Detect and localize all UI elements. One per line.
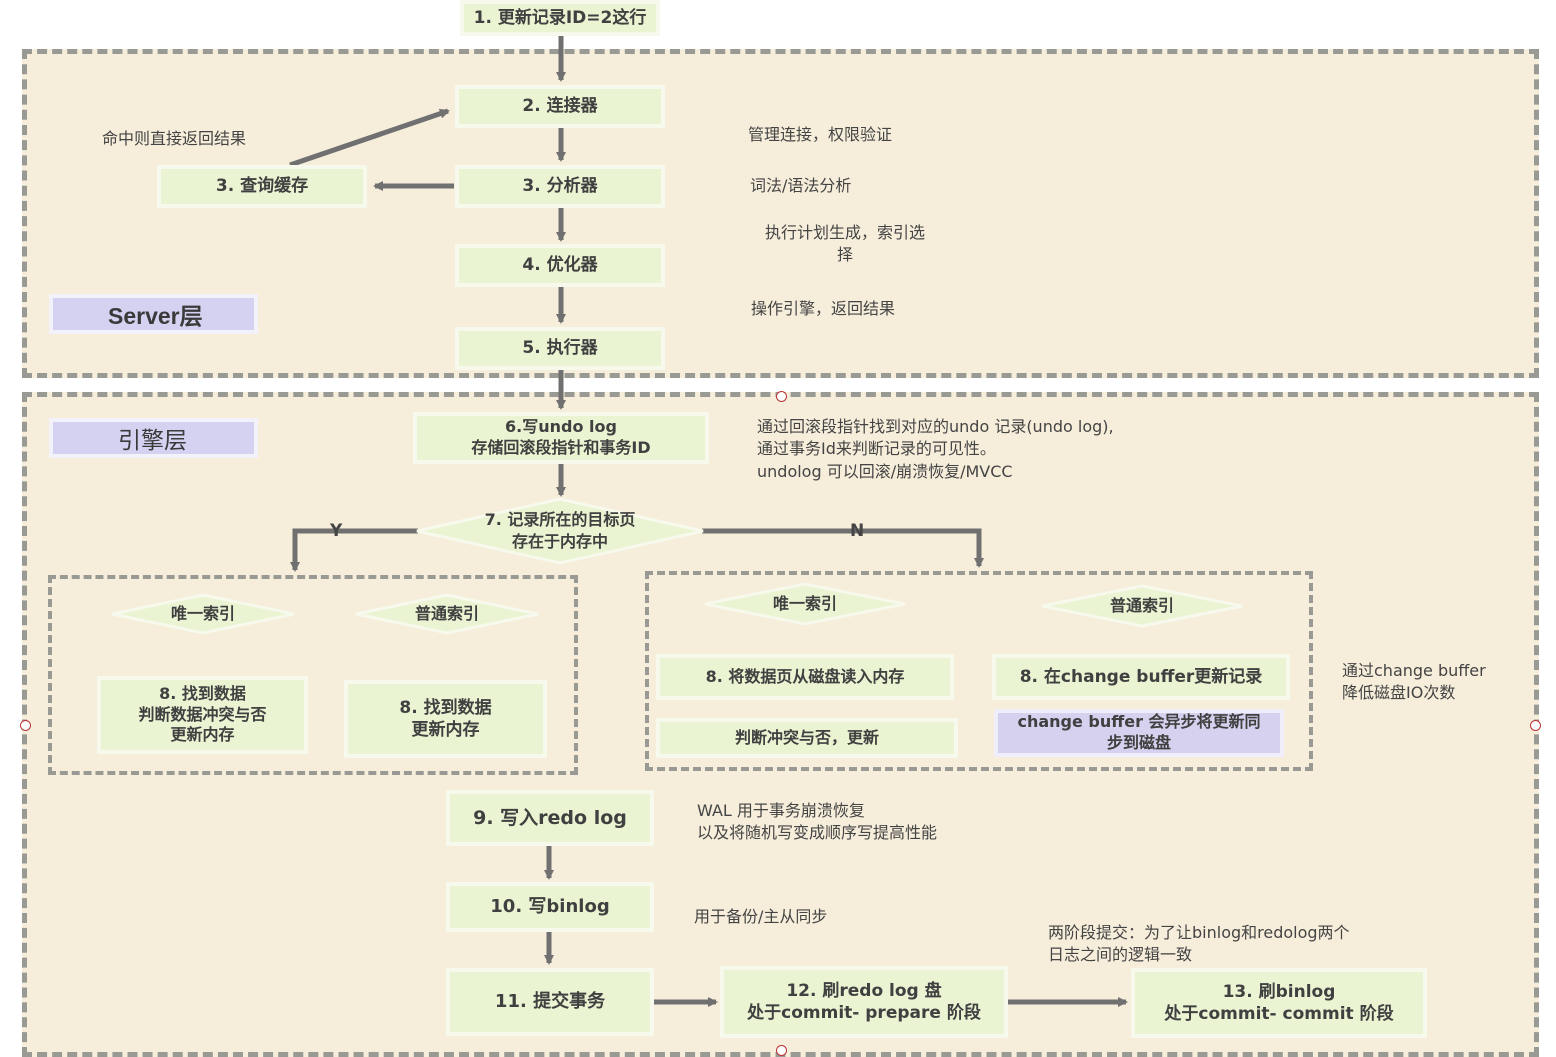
- branch-no-label: N: [850, 521, 865, 541]
- step-3-query-cache: 3. 查询缓存: [157, 165, 367, 208]
- step-4-optimizer: 4. 优化器: [455, 244, 665, 287]
- left-normal-index-text: 普通索引: [414, 604, 479, 624]
- resize-handle-top[interactable]: [776, 391, 787, 402]
- note-optimizer: 执行计划生成，索引选 择: [764, 223, 925, 265]
- step-8-right-unique: 8. 将数据页从磁盘读入内存: [656, 654, 954, 700]
- right-normal-index-text: 普通索引: [1109, 596, 1174, 616]
- server-layer-label: Server层: [108, 303, 203, 329]
- arrow-7-no: [702, 528, 984, 568]
- engine-layer-label: 引擎层: [118, 428, 187, 454]
- server-layer-region: [22, 49, 1539, 378]
- note-change-buffer: 通过change buffer 降低磁盘IO次数: [1342, 661, 1486, 703]
- note-redo-log: WAL 用于事务崩溃恢复 以及将随机写变成顺序写提高性能: [697, 801, 938, 843]
- step-right-normal-async: change buffer 会异步将更新同 步到磁盘: [994, 709, 1284, 757]
- step-8-left-unique: 8. 找到数据 判断数据冲突与否 更新内存: [97, 676, 308, 754]
- step-11-commit-transaction: 11. 提交事务: [446, 968, 654, 1036]
- note-cache-hit: 命中则直接返回结果: [102, 129, 247, 148]
- decision-right-unique-index: 唯一索引: [703, 582, 907, 626]
- step-3-analyzer: 3. 分析器: [455, 165, 665, 208]
- note-two-phase-commit: 两阶段提交：为了让binlog和redolog两个 日志之间的逻辑一致: [1048, 923, 1350, 965]
- note-connector: 管理连接，权限验证: [748, 125, 893, 144]
- decision-7-page-in-memory: 7. 记录所在的目标页 存在于内存中: [415, 497, 705, 565]
- arrow-cache-2: [289, 108, 450, 168]
- step-8-right-normal: 8. 在change buffer更新记录: [992, 654, 1290, 700]
- note-executor: 操作引擎，返回结果: [751, 299, 896, 318]
- step-right-unique-update: 判断冲突与否，更新: [656, 718, 958, 758]
- decision-7-text: 7. 记录所在的目标页 存在于内存中: [484, 510, 636, 551]
- step-13-flush-binlog: 13. 刷binlog 处于commit- commit 阶段: [1131, 968, 1427, 1038]
- server-layer-badge: Server层: [49, 294, 258, 334]
- engine-layer-badge: 引擎层: [49, 418, 258, 458]
- step-6-write-undo-log: 6.写undo log 存储回滚段指针和事务ID: [413, 412, 709, 464]
- decision-left-unique-index: 唯一索引: [110, 593, 296, 635]
- resize-handle-bottom[interactable]: [776, 1045, 787, 1056]
- note-undo-log: 通过回滚段指针找到对应的undo 记录(undo log), 通过事务Id来判断…: [757, 417, 1114, 481]
- arrow-7-yes: [290, 528, 418, 572]
- step-10-write-binlog: 10. 写binlog: [446, 882, 654, 932]
- in-memory-branch-region: [48, 575, 578, 775]
- resize-handle-right[interactable]: [1530, 720, 1541, 731]
- decision-right-normal-index: 普通索引: [1040, 584, 1244, 628]
- not-in-memory-branch-region: [645, 571, 1313, 771]
- left-unique-index-text: 唯一索引: [170, 604, 235, 624]
- decision-left-normal-index: 普通索引: [354, 593, 540, 635]
- step-8-left-normal: 8. 找到数据 更新内存: [344, 680, 547, 758]
- note-binlog: 用于备份/主从同步: [694, 907, 828, 926]
- note-analyzer: 词法/语法分析: [750, 176, 852, 195]
- right-unique-index-text: 唯一索引: [772, 594, 837, 614]
- step-12-flush-redo-log: 12. 刷redo log 盘 处于commit- prepare 阶段: [720, 966, 1008, 1038]
- branch-yes-label: Y: [330, 521, 343, 541]
- step-2-connector: 2. 连接器: [455, 85, 665, 128]
- step-1-update-record: 1. 更新记录ID=2这行: [460, 0, 660, 36]
- step-5-executor: 5. 执行器: [455, 327, 665, 370]
- step-9-write-redo-log: 9. 写入redo log: [446, 790, 654, 846]
- resize-handle-left[interactable]: [20, 720, 31, 731]
